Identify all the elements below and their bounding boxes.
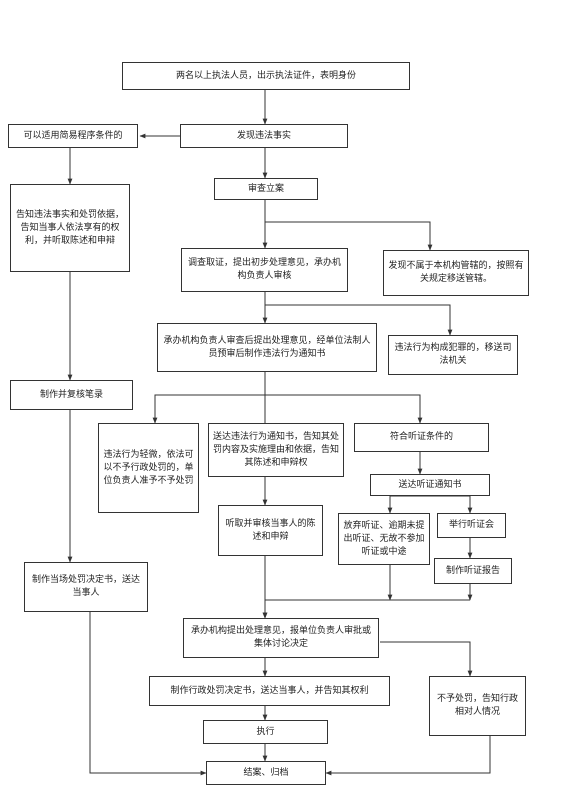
step-close-archive: 结案、归档: [206, 761, 326, 785]
step-inform-rights: 告知违法事实和处罚依据，告知当事人依法享有的权利，并听取陈述和申辩: [10, 184, 130, 272]
step-show-credentials: 两名以上执法人员，出示执法证件，表明身份: [122, 62, 410, 90]
arrow-propose-to-nopenalty: [380, 641, 473, 677]
step-crime-transfer: 违法行为构成犯罪的，移送司法机关: [388, 335, 518, 375]
arrow-branch-hearing: [265, 394, 423, 424]
step-investigate: 调查取证，提出初步处理意见，承办机构负责人审核: [181, 248, 348, 292]
step-hearing-conditions: 符合听证条件的: [354, 423, 489, 452]
step-waive-hearing: 放弃听证、逾期未提出听证、无故不参加听证或中途: [338, 513, 430, 565]
step-propose-handling: 承办机构提出处理意见，报单位负责人审批或集体讨论决定: [183, 618, 379, 658]
arrow-notice-to-hold: [420, 495, 473, 514]
arrow-merge-to-propose: [262, 599, 470, 619]
step-found-violation: 发现违法事实: [180, 124, 348, 148]
step-hear-statements: 听取并审核当事人的陈述和申辩: [218, 505, 323, 556]
arrow-onsite-to-archive: [89, 612, 207, 776]
step-no-penalty: 不予处罚，告知行政相对人情况: [429, 676, 526, 736]
step-hearing-notice: 送达听证通知书: [370, 474, 490, 496]
step-hearing-report: 制作听证报告: [434, 558, 512, 584]
step-make-decision: 制作行政处罚决定书，送达当事人，并告知其权利: [149, 676, 390, 706]
arrow-nopenalty-to-archive: [325, 736, 491, 776]
step-simple-procedure: 可以适用简易程序条件的: [8, 124, 138, 148]
step-hold-hearing: 举行听证会: [437, 513, 506, 538]
step-minor-no-penalty: 违法行为轻微，依法可以不予行政处罚的，单位负责人准予不予处罚: [98, 423, 199, 513]
step-onsite-decision: 制作当场处罚决定书，送达当事人: [24, 562, 148, 612]
step-draft-notice: 承办机构负责人审查后提出处理意见，经单位法制人员预审后制作违法行为通知书: [157, 323, 377, 372]
arrow-branch-minor: [152, 394, 265, 424]
step-make-record: 制作并复核笔录: [10, 380, 133, 410]
arrow-notice-to-waive: [387, 495, 420, 514]
step-transfer-jurisdiction: 发现不属于本机构管辖的，按照有关规定移送管辖。: [383, 250, 529, 296]
step-execute: 执行: [203, 720, 328, 744]
step-review-filing: 审查立案: [214, 178, 318, 200]
step-deliver-notice: 送达违法行为通知书，告知其处罚内容及实施理由和依据，告知其陈述和申辩权: [208, 423, 344, 477]
arrow-investigate-to-crime: [265, 304, 453, 336]
arrow-review-to-transfer: [265, 221, 433, 251]
